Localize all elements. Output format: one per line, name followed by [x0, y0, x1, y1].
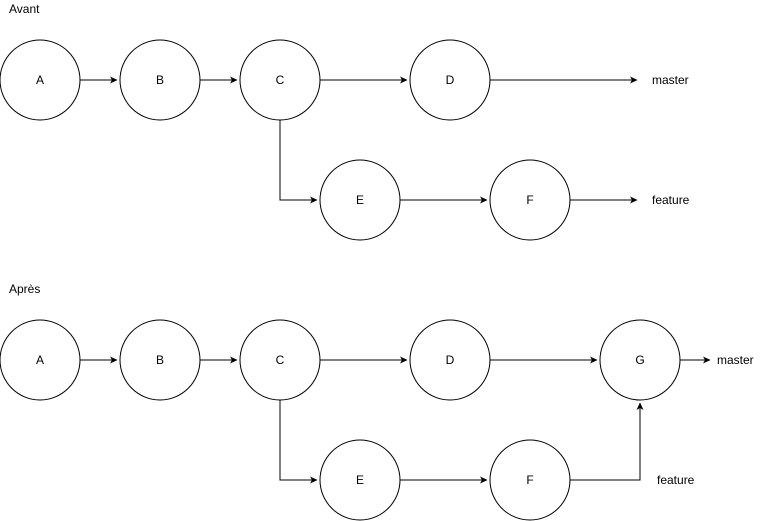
branch-label-master: master — [652, 73, 689, 87]
commit-label: E — [356, 193, 364, 207]
commit-node-f: F — [489, 159, 571, 241]
commit-node-g: G — [599, 319, 681, 401]
commit-label: B — [156, 73, 164, 87]
edge-c-e — [279, 400, 318, 484]
commit-label: C — [276, 73, 285, 87]
commit-node-e: E — [319, 439, 401, 521]
commit-node-c: C — [239, 319, 321, 401]
branch-label-master: master — [717, 353, 754, 367]
edge-c-e — [279, 120, 318, 204]
commit-label: F — [526, 193, 533, 207]
commit-node-e: E — [319, 159, 401, 241]
commit-label: A — [36, 353, 44, 367]
commit-node-b: B — [119, 39, 201, 121]
branch-label-feature: feature — [657, 473, 695, 487]
branch-label-feature: feature — [652, 193, 690, 207]
commit-node-b: B — [119, 319, 201, 401]
commit-label: E — [356, 473, 364, 487]
section-title-after: Après — [9, 282, 40, 296]
commit-label: D — [446, 73, 455, 87]
section-title-before: Avant — [9, 2, 40, 16]
section-before: Avant A B C D E F — [0, 2, 690, 241]
commit-node-d: D — [409, 39, 491, 121]
commit-node-d: D — [409, 319, 491, 401]
commit-node-c: C — [239, 39, 321, 121]
commit-label: G — [635, 353, 644, 367]
commit-node-f: F — [489, 439, 571, 521]
commit-node-a: A — [0, 319, 81, 401]
commit-label: A — [36, 73, 44, 87]
commit-label: C — [276, 353, 285, 367]
commit-node-a: A — [0, 39, 81, 121]
commit-label: D — [446, 353, 455, 367]
commit-label: B — [156, 353, 164, 367]
section-after: Après A B C D G — [0, 282, 754, 521]
commit-label: F — [526, 473, 533, 487]
edge-f-g — [570, 402, 644, 481]
